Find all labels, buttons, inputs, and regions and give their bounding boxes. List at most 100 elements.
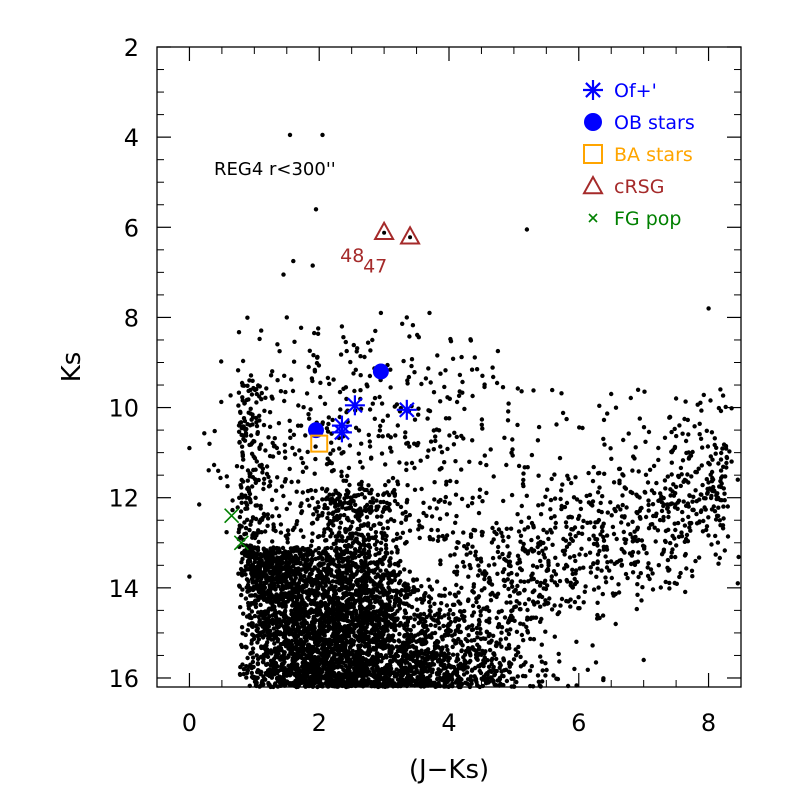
field-star (365, 661, 370, 666)
field-star (285, 564, 291, 569)
field-star (309, 557, 315, 562)
field-star (302, 683, 308, 689)
field-star (555, 676, 561, 682)
field-star (440, 637, 445, 642)
field-star (708, 398, 713, 403)
field-star (433, 684, 438, 689)
field-star (325, 665, 331, 671)
field-star (433, 654, 439, 659)
field-star (370, 666, 375, 671)
field-star (362, 678, 367, 683)
field-star (693, 488, 698, 493)
field-star (374, 498, 379, 503)
field-star (316, 546, 321, 551)
field-star (334, 637, 340, 642)
field-star (679, 534, 685, 539)
field-star (285, 655, 290, 660)
field-star (359, 629, 364, 634)
field-star (305, 642, 311, 648)
field-star (499, 630, 504, 635)
field-star (491, 678, 496, 683)
field-star (538, 558, 543, 564)
field-star (256, 614, 261, 620)
field-star (346, 676, 352, 681)
field-star (506, 642, 512, 648)
field-star (341, 660, 346, 665)
field-star (414, 658, 420, 663)
field-star (519, 632, 525, 638)
field-star (350, 563, 355, 568)
field-star (264, 573, 269, 578)
field-star (547, 596, 552, 601)
field-star (567, 555, 573, 560)
field-star (316, 665, 322, 671)
field-star (352, 601, 357, 607)
field-star (563, 520, 569, 525)
field-star (421, 611, 427, 617)
field-star (360, 663, 366, 669)
field-star (724, 460, 729, 466)
field-star (340, 559, 345, 564)
field-star (639, 538, 645, 543)
field-star (697, 432, 702, 437)
field-star (274, 621, 279, 626)
field-star (456, 590, 461, 595)
field-star (711, 484, 716, 490)
field-star (681, 499, 686, 504)
field-star (462, 608, 467, 614)
field-star (668, 540, 673, 546)
field-star (320, 557, 325, 562)
field-star (531, 548, 537, 553)
field-star (564, 598, 569, 604)
field-star (559, 488, 564, 493)
field-star (357, 589, 362, 595)
field-star (400, 641, 406, 646)
field-star (471, 647, 477, 652)
field-star (538, 684, 543, 689)
field-star (260, 678, 265, 684)
field-star (672, 445, 677, 451)
field-star (540, 668, 545, 673)
field-star (292, 578, 297, 583)
field-star (595, 616, 600, 621)
field-star (568, 514, 573, 519)
field-star (466, 633, 471, 638)
field-star (457, 609, 463, 614)
field-star (381, 591, 387, 597)
field-star (316, 550, 322, 556)
field-star (246, 579, 251, 584)
field-star (437, 626, 442, 631)
field-star (386, 581, 391, 586)
field-star (573, 534, 578, 539)
field-star (479, 652, 484, 657)
field-star (381, 492, 386, 497)
field-star (700, 445, 705, 450)
field-star (432, 630, 438, 636)
field-star (298, 603, 303, 608)
field-star (717, 518, 722, 523)
field-star (296, 625, 302, 631)
field-star (321, 662, 327, 667)
field-star (395, 648, 401, 654)
field-star (300, 660, 305, 665)
field-star (361, 568, 366, 573)
field-star (636, 574, 641, 580)
field-star (478, 556, 483, 561)
field-star (390, 670, 396, 676)
field-star (271, 626, 276, 631)
field-star (585, 667, 590, 672)
field-star (407, 681, 412, 686)
field-star (378, 547, 384, 552)
field-star (452, 569, 457, 575)
field-star (594, 537, 600, 542)
field-star (615, 504, 621, 509)
field-star (270, 637, 276, 642)
field-star (274, 651, 279, 657)
field-star (275, 625, 280, 630)
field-star (650, 587, 656, 592)
field-star (626, 522, 631, 527)
field-star (469, 668, 475, 673)
field-star (678, 465, 684, 471)
field-star (318, 631, 323, 636)
field-star (620, 502, 625, 508)
